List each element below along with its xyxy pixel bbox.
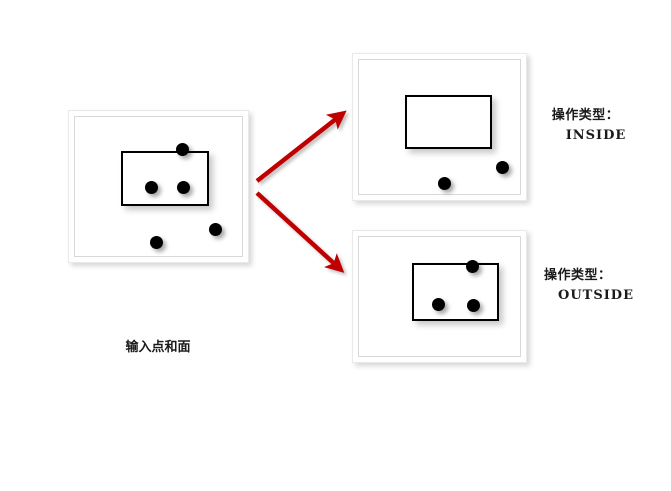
outside-point-on-edge [465, 259, 479, 273]
input-polygon [121, 151, 209, 206]
outside-operation-label-block: 操作类型： OUTSIDE [544, 264, 634, 303]
input-point-outside-1 [208, 222, 222, 236]
input-point-on-edge [175, 142, 189, 156]
input-point-inside-2 [176, 180, 190, 194]
inside-operation-title: 操作类型： [551, 108, 620, 123]
inside-polygon [405, 95, 492, 149]
inside-operation-label-block: 操作类型： INSIDE [552, 104, 627, 143]
input-point-outside-2 [149, 235, 163, 249]
outside-result-panel [352, 230, 527, 363]
outside-operation-value: OUTSIDE [558, 288, 634, 303]
outside-point-inside-1 [431, 297, 445, 311]
input-panel [68, 110, 249, 263]
outside-panel-inner [358, 236, 521, 357]
inside-point-outside-2 [437, 176, 451, 190]
inside-panel-inner [358, 59, 521, 195]
input-point-inside-1 [144, 180, 158, 194]
inside-point-outside-1 [495, 160, 509, 174]
outside-operation-title: 操作类型： [544, 268, 612, 283]
input-panel-caption: 输入点和面 [125, 340, 191, 355]
arrow-to-inside [255, 110, 347, 183]
arrow-to-outside [255, 191, 345, 273]
inside-operation-value: INSIDE [565, 128, 627, 143]
input-panel-inner [74, 116, 243, 257]
outside-polygon [412, 263, 499, 321]
outside-point-inside-2 [466, 298, 480, 312]
inside-result-panel [352, 53, 527, 201]
